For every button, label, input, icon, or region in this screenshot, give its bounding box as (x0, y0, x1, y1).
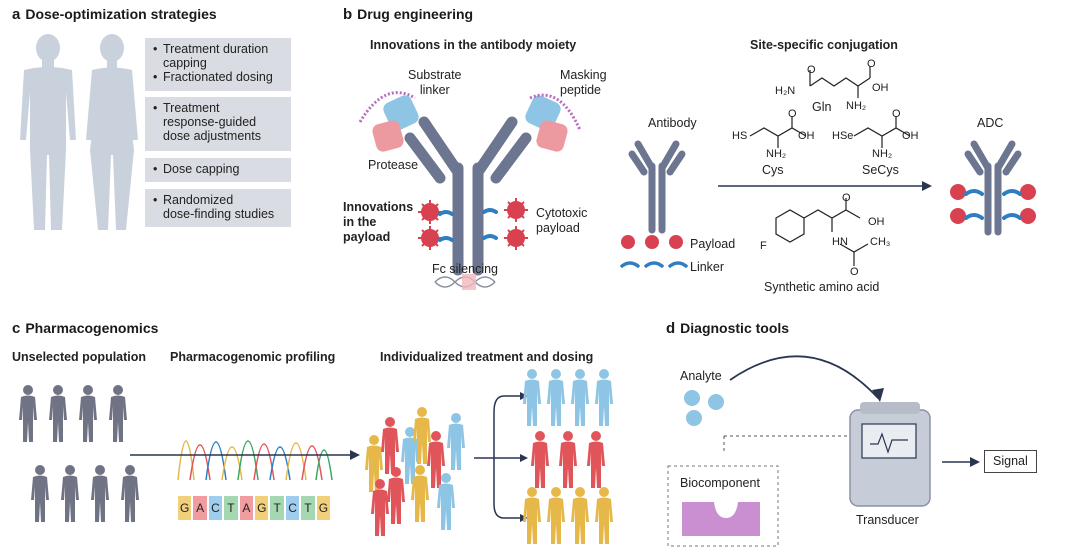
pgx-arrow (130, 450, 360, 460)
synthetic-o1: O (842, 192, 851, 204)
base-t: T (224, 496, 238, 520)
payload-linker-legend-icons (620, 235, 688, 268)
secys-label: SeCys (862, 163, 899, 177)
unselected-population-figures (19, 385, 139, 522)
secys-oh: OH (902, 130, 919, 142)
linker-legend-label: Linker (690, 260, 725, 274)
cys-hs: HS (732, 130, 748, 142)
base-c: C (208, 496, 223, 520)
strategy-box-1: Treatment duration capping Fractionated … (145, 38, 291, 91)
base-t: T (270, 496, 284, 520)
adc-illustration (950, 140, 1036, 236)
dna-sequence: G A C T A G T C T G (178, 496, 331, 520)
base-g: G (178, 496, 192, 520)
synthetic-f: F (760, 240, 767, 252)
plain-antibody-illustration (628, 140, 686, 234)
secys-nh2: NH₂ (872, 148, 893, 160)
base-g: G (316, 496, 331, 520)
individualized-population-crowd (365, 407, 465, 536)
cys-nh2: NH₂ (766, 148, 787, 160)
individualized-heading: Individualized treatment and dosing (380, 350, 594, 364)
base-t: T (301, 496, 315, 520)
transducer-label: Transducer (856, 513, 919, 527)
synthetic-amino-acid-label: Synthetic amino acid (764, 280, 880, 294)
base-a: A (239, 496, 254, 520)
base-a: A (193, 496, 207, 520)
synthetic-hn: HN (832, 236, 848, 248)
antibody-moiety-heading: Innovations in the antibody moiety (370, 38, 577, 52)
synthetic-ch3: CH₃ (870, 236, 891, 248)
secys-hse: HSe (832, 130, 854, 142)
stratification-arrows (474, 392, 528, 522)
gln-nh2: NH₂ (846, 100, 867, 112)
gln-h2n: H₂N (775, 85, 796, 97)
strategy-box-2: Treatment response-guided dose adjustmen… (145, 97, 291, 151)
gln-o1: O (807, 64, 816, 76)
synthetic-amino-acid-structure (775, 198, 869, 266)
cys-oh: OH (798, 130, 815, 142)
cys-structure (749, 116, 807, 148)
profiling-heading: Pharmacogenomic profiling (170, 350, 336, 364)
site-specific-heading: Site-specific conjugation (750, 38, 898, 52)
analyte-label: Analyte (680, 369, 722, 383)
synthetic-o2: O (850, 266, 859, 278)
base-g: G (255, 496, 269, 520)
fc-silencing-label: Fc silencing (432, 262, 498, 276)
unselected-population-heading: Unselected population (12, 350, 147, 364)
cys-label: Cys (762, 163, 784, 177)
adc-label: ADC (977, 116, 1004, 130)
gln-oh: OH (872, 82, 889, 94)
synthetic-oh: OH (868, 216, 885, 228)
strategy-box-3: Dose capping (145, 158, 291, 182)
signal-box: Signal (984, 450, 1037, 473)
protease-label: Protease (368, 158, 419, 172)
stratified-groups (523, 369, 613, 544)
engineered-antibody-illustration (358, 91, 582, 290)
strategy-box-4: Randomized dose-finding studies (145, 189, 291, 227)
human-silhouettes (20, 34, 138, 230)
payload-legend-label: Payload (690, 237, 736, 251)
gln-structure (809, 66, 871, 98)
biocomponent-label: Biocomponent (680, 476, 760, 490)
secys-o: O (892, 108, 901, 120)
gln-label: Gln (812, 100, 832, 114)
secys-structure (853, 116, 911, 148)
antibody-label: Antibody (648, 116, 697, 130)
cys-o: O (788, 108, 797, 120)
analyte-flow (667, 355, 980, 547)
gln-o2: O (867, 58, 876, 70)
base-c: C (285, 496, 300, 520)
conjugation-arrow (718, 181, 932, 191)
chromatogram (177, 440, 333, 481)
